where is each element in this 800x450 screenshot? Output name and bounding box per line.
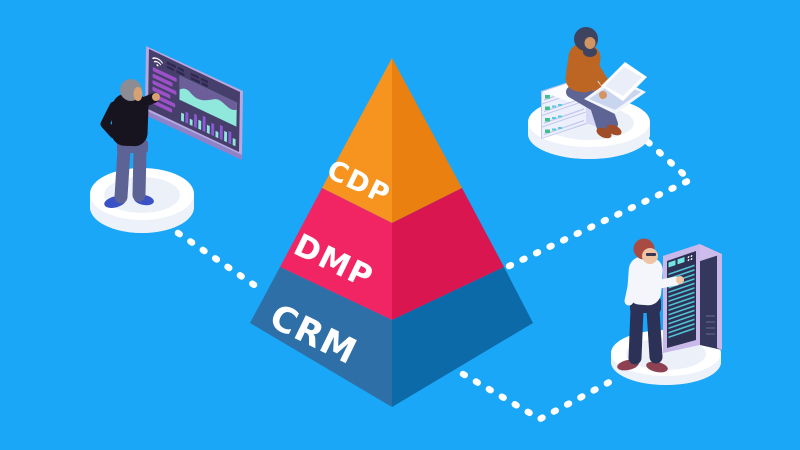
- person-admin-torso: [624, 256, 684, 306]
- rack-right-face: [700, 244, 722, 350]
- pyramid-dmp-left-face: [280, 188, 392, 320]
- rack-display: [677, 256, 685, 265]
- glasses-icon: [646, 253, 656, 256]
- shoe: [606, 124, 622, 136]
- dashboard-screen: [145, 46, 243, 160]
- area-chart: [179, 75, 237, 127]
- server-unit: [542, 112, 586, 138]
- server-unit: [542, 101, 586, 127]
- screen-edge: [145, 110, 242, 160]
- hand: [599, 91, 607, 99]
- pyramid-crm-right-face: [392, 267, 533, 407]
- area-chart-wave: [179, 75, 237, 111]
- shoe: [646, 361, 668, 373]
- connector-servers-to-pyramid: [501, 138, 694, 272]
- person-developer: [565, 27, 647, 139]
- rack-right-edge: [717, 252, 722, 350]
- dotted-connectors: [174, 138, 694, 423]
- pyramid-crm-left-face: [250, 267, 392, 407]
- rack-side-ticks: [706, 315, 715, 335]
- screen-header-text: [166, 61, 208, 88]
- hand: [676, 276, 684, 284]
- beard: [583, 47, 597, 57]
- pyramid: CDP DMP CRM: [250, 58, 533, 407]
- person-analyst: [100, 79, 160, 208]
- server-rack: [663, 244, 722, 353]
- connector-pyramid-to-rack: [459, 370, 621, 423]
- person-analyst-head: [120, 79, 143, 101]
- scene-server-rack: [611, 238, 722, 385]
- laptop: [584, 62, 647, 114]
- screen-list-rows: [152, 67, 177, 113]
- hand: [152, 93, 160, 101]
- bar-chart: [181, 111, 236, 147]
- person-admin: [617, 238, 684, 373]
- wifi-icon: [152, 57, 164, 67]
- rack-front-detail: [668, 255, 695, 339]
- connector-dashboard-to-pyramid: [174, 229, 267, 295]
- person-analyst-torso: [100, 93, 160, 147]
- face: [133, 87, 143, 101]
- person-analyst-legs: [104, 140, 154, 208]
- person-developer-head: [574, 27, 598, 57]
- screen-content: [147, 49, 240, 152]
- scene-analytics-dashboard: [90, 46, 243, 233]
- pyramid-dmp-right-face: [392, 188, 504, 320]
- pyramid-cdp-left-face: [322, 58, 392, 223]
- person-admin-head: [633, 238, 658, 264]
- rack-display: [668, 260, 676, 268]
- scene-server-stack: [528, 27, 650, 159]
- face: [584, 37, 596, 49]
- laptop-screen-inner: [605, 67, 642, 96]
- rack-front-panel: [667, 251, 696, 348]
- pyramid-cdp-right-face: [392, 58, 462, 223]
